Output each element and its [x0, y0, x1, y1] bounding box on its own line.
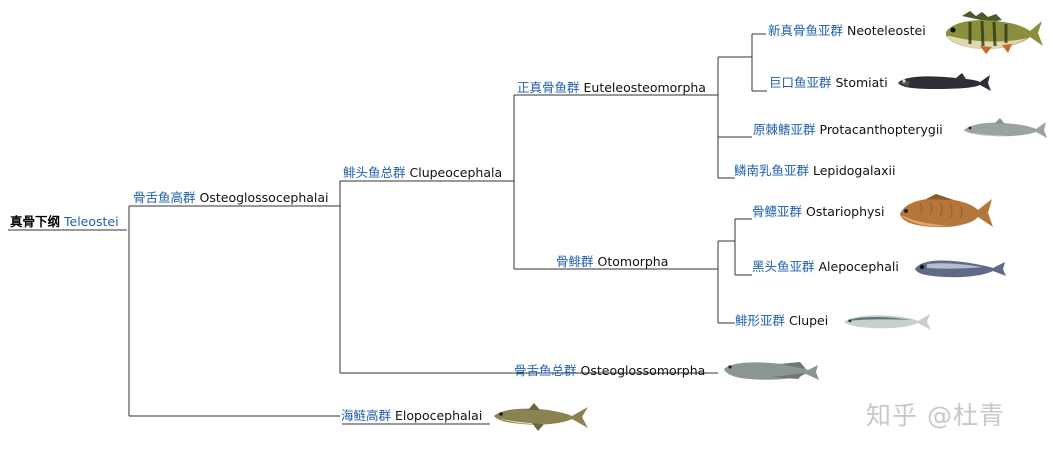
- node-ostariophysi: 骨鳔亚群 Ostariophysi: [752, 204, 884, 220]
- label-cn: 骨鲱群: [556, 254, 594, 269]
- node-clupeocephala: 鲱头鱼总群 Clupeocephala: [343, 165, 502, 181]
- label-en: Osteoglossomorpha: [580, 363, 706, 378]
- label-en: Clupei: [789, 313, 829, 328]
- label-cn: 骨舌鱼高群: [133, 190, 196, 205]
- label-en: Otomorpha: [597, 254, 669, 269]
- node-otomorpha: 骨鲱群 Otomorpha: [556, 254, 668, 270]
- label-cn: 黑头鱼亚群: [752, 259, 815, 274]
- branch-euteleosteomorpha: [717, 56, 752, 179]
- ladyfish-icon: [494, 403, 588, 431]
- branch-otomorpha: [717, 240, 735, 324]
- node-lepidogalaxii: 鳞南乳鱼亚群 Lepidogalaxii: [734, 163, 896, 179]
- node-osteoglossocephalai: 骨舌鱼高群 Osteoglossocephalai: [133, 190, 329, 206]
- perch-fish-icon: [946, 11, 1043, 54]
- salmon-fish-icon: [964, 118, 1047, 138]
- node-protacanthopterygii: 原棘鳍亚群 Protacanthopterygii: [753, 122, 943, 138]
- branch-osteoglossocephalai: [339, 180, 718, 374]
- label-cn: 鲱头鱼总群: [343, 165, 406, 180]
- slickhead-fish-icon: [915, 260, 1006, 278]
- label-cn: 巨口鱼亚群: [769, 75, 832, 90]
- label-cn: 骨鳔亚群: [752, 204, 803, 219]
- label-cn: 海鲢高群: [341, 408, 392, 423]
- label-cn: 鲱形亚群: [735, 313, 786, 328]
- herring-fish-icon: [844, 314, 931, 330]
- carp-fish-icon: [900, 194, 993, 228]
- label-cn: 骨舌鱼总群: [514, 363, 577, 378]
- watermark: 知乎 @杜青: [866, 401, 1005, 430]
- branch-clupeocephala: [513, 94, 718, 270]
- label-en: Lepidogalaxii: [813, 163, 896, 178]
- label-cn: 正真骨鱼群: [517, 80, 580, 95]
- label-en: Stomiati: [835, 75, 888, 90]
- node-euteleosteomorpha: 正真骨鱼群 Euteleosteomorpha: [517, 80, 706, 96]
- label-cn: 新真骨鱼亚群: [768, 23, 844, 38]
- node-alepocephali: 黑头鱼亚群 Alepocephali: [752, 259, 899, 275]
- branch-root: [128, 205, 340, 417]
- node-stomiati: 巨口鱼亚群 Stomiati: [769, 75, 888, 91]
- label-en: Teleostei: [64, 214, 119, 229]
- node-clupei: 鲱形亚群 Clupei: [735, 313, 828, 329]
- arowana-fish-icon: [724, 362, 819, 380]
- label-en: Clupeocephala: [409, 165, 503, 180]
- label-en: Euteleosteomorpha: [583, 80, 706, 95]
- label-en: Alepocephali: [818, 259, 899, 274]
- label-en: Ostariophysi: [806, 204, 885, 219]
- label-cn: 真骨下纲: [10, 214, 61, 229]
- label-en: Neoteleostei: [847, 23, 926, 38]
- label-cn: 原棘鳍亚群: [753, 122, 816, 137]
- branch-neo-stomiati: [751, 33, 767, 92]
- branch-ostariophysi-alepo: [734, 218, 752, 276]
- label-en: Osteoglossocephalai: [199, 190, 329, 205]
- node-osteoglossomorpha: 骨舌鱼总群 Osteoglossomorpha: [514, 363, 705, 379]
- label-cn: 鳞南乳鱼亚群: [734, 163, 810, 178]
- node-teleostei: 真骨下纲 Teleostei: [10, 214, 119, 230]
- label-en: Protacanthopterygii: [819, 122, 943, 137]
- node-elopocephalai: 海鲢高群 Elopocephalai: [341, 408, 482, 424]
- dragonfish-icon: [898, 73, 991, 91]
- label-en: Elopocephalai: [395, 408, 483, 423]
- node-neoteleostei: 新真骨鱼亚群 Neoteleostei: [768, 23, 926, 39]
